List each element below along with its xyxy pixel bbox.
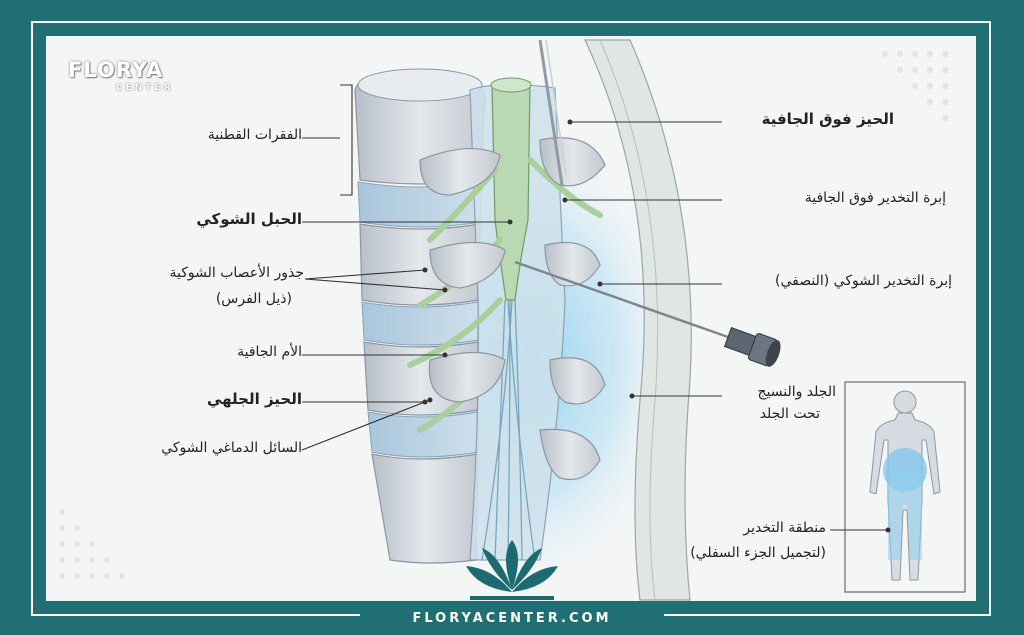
- label-cauda-equina: (ذيل الفرس): [215, 291, 292, 307]
- spinal-needle: [514, 260, 781, 367]
- process: [544, 241, 601, 287]
- process: [419, 148, 501, 196]
- process: [549, 357, 606, 405]
- logo-subtitle: CENTER: [116, 83, 174, 93]
- label-dura-mater: الأم الجافية: [237, 344, 302, 360]
- label-subarachnoid-space: الحيز الجلهي: [206, 390, 302, 408]
- label-lumbar-vertebrae: الفقرات القطنية: [207, 127, 302, 143]
- label-epidural-needle: إبرة التخدير فوق الجافية: [804, 190, 946, 206]
- label-skin-2: تحت الجلد: [759, 406, 820, 422]
- bracket-lumbar: [340, 84, 353, 196]
- epidural-needle: [538, 39, 567, 186]
- label-anesthesia-area-note: (لتجميل الجزء السفلي): [690, 545, 826, 561]
- website-url[interactable]: FLORYACENTER.COM: [412, 611, 612, 626]
- label-spinal-needle: إبرة التخدير الشوكي (النصفي): [775, 273, 952, 289]
- process: [539, 428, 601, 481]
- label-spinal-cord: الحبل الشوكي: [196, 210, 302, 228]
- process: [429, 241, 506, 289]
- vertebra: [371, 453, 479, 564]
- process: [428, 351, 506, 403]
- lotus-logo-icon: [466, 540, 558, 600]
- disc: [367, 411, 479, 458]
- vertebral-column: [354, 68, 486, 564]
- decorative-dots: [59, 51, 948, 579]
- label-skin-1: الجلد والنسيج: [757, 384, 836, 400]
- label-anesthesia-area: منطقة التخدير: [743, 520, 826, 536]
- label-epidural-space: الحيز فوق الجافية: [761, 110, 894, 128]
- label-csf: السائل الدماغي الشوكي: [161, 440, 302, 456]
- body-inset: [830, 381, 966, 593]
- brand-logo: FLORYA CENTER: [68, 58, 188, 102]
- logo-title: FLORYA: [68, 58, 164, 82]
- skin-layer: [584, 39, 692, 601]
- label-nerve-roots: جذور الأعصاب الشوكية: [169, 265, 304, 281]
